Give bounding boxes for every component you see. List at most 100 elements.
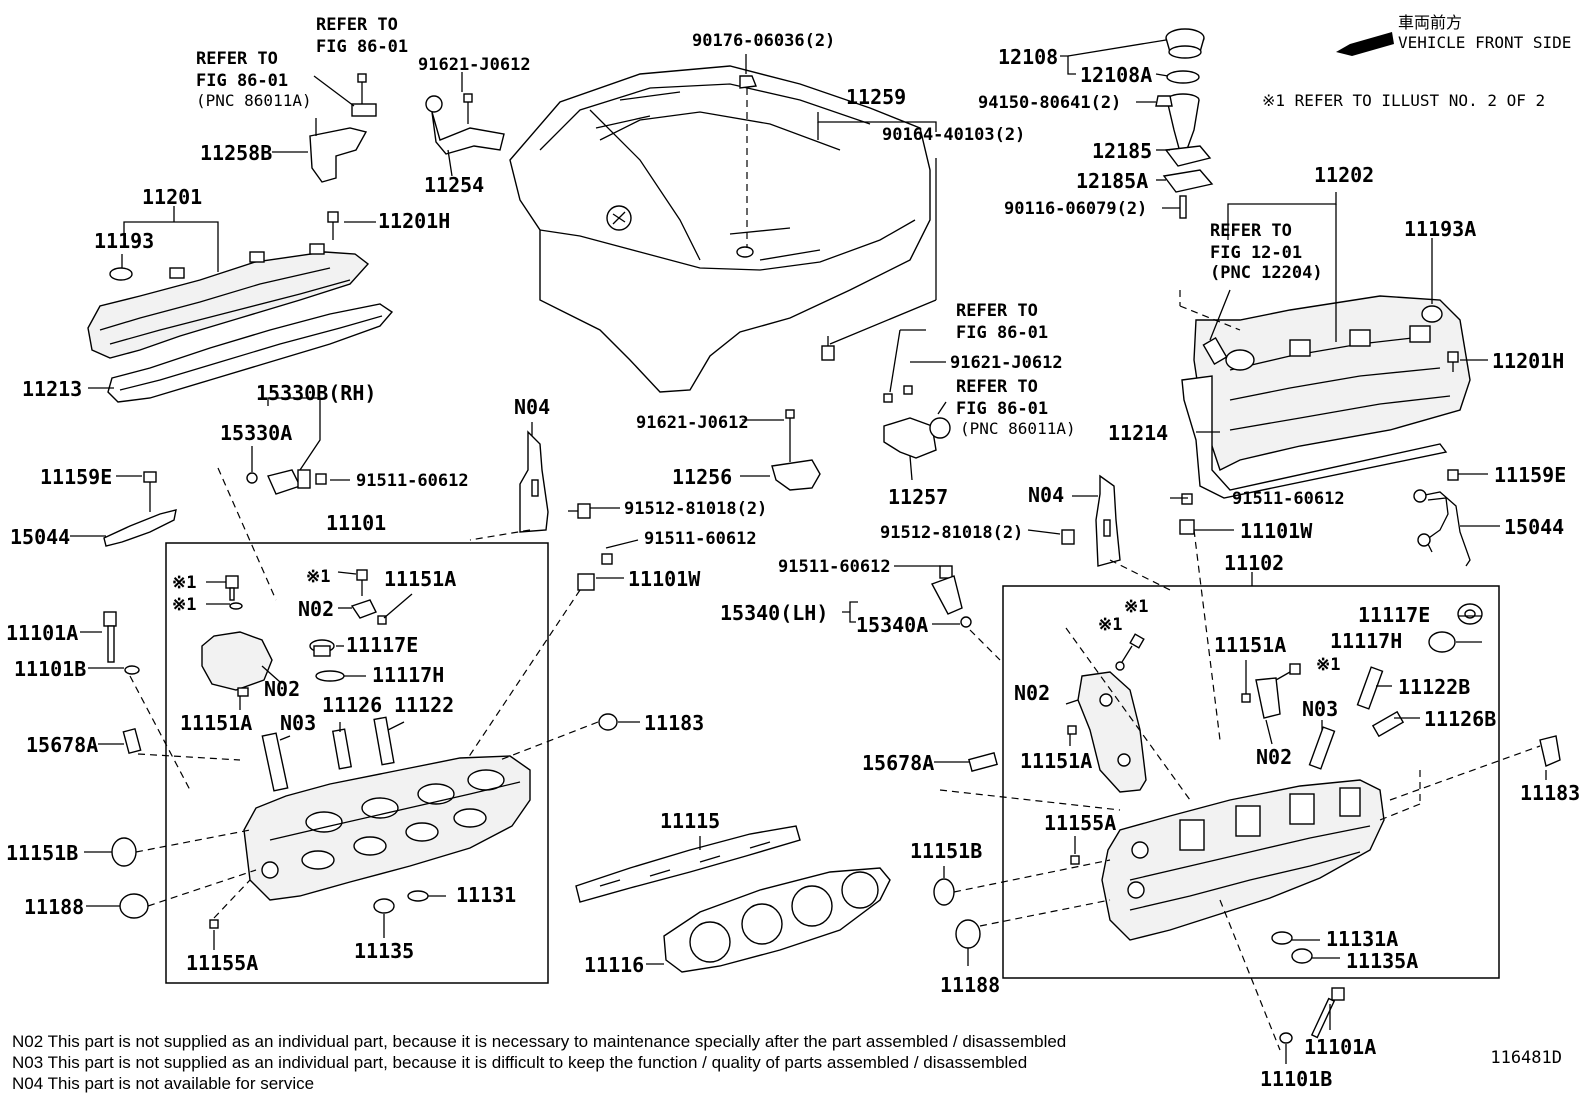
label-90176: 90176-06036(2) xyxy=(692,31,835,51)
ref-label-2c: (PNC 86011A) xyxy=(196,91,312,110)
label-15330b: 15330B(RH) xyxy=(256,381,376,405)
dash-11155a-left xyxy=(213,879,251,919)
label-15340a: 15340A xyxy=(856,613,928,637)
label-x1-e: ※1 xyxy=(1098,615,1122,635)
dash-ocv xyxy=(217,467,277,601)
label-x1-b: ※1 xyxy=(172,595,196,615)
engine-cover-11259 xyxy=(509,65,931,393)
dash-11188-left xyxy=(147,869,257,907)
dash-11151b-right xyxy=(953,859,1111,893)
label-11254: 11254 xyxy=(424,173,484,197)
ref-label-4b: FIG 86-01 xyxy=(956,399,1048,419)
label-11117e-right: 11117E xyxy=(1358,603,1430,627)
label-11117h-left: 11117H xyxy=(372,663,444,687)
ref-label-4: REFER TO xyxy=(956,377,1038,397)
label-90164: 90164-40103(2) xyxy=(882,125,1025,145)
bolt-x1-left xyxy=(356,569,368,596)
label-11101b-right: 11101B xyxy=(1260,1067,1332,1091)
label-15678a-right: 15678A xyxy=(862,751,934,775)
pipe-11122b xyxy=(1356,666,1384,710)
label-12185a: 12185A xyxy=(1076,169,1148,193)
ocv-15340 xyxy=(931,565,972,628)
label-11101a-right: 11101A xyxy=(1304,1035,1376,1059)
assembly-box-11101 xyxy=(165,542,549,984)
valve-cover-lh xyxy=(1193,295,1471,471)
label-11193: 11193 xyxy=(94,229,154,253)
label-11201h-right: 11201H xyxy=(1492,349,1564,373)
dash-11101-right xyxy=(1219,899,1281,1051)
pin-11151a-b xyxy=(377,615,387,625)
bolt-x1-right-b xyxy=(1275,663,1301,681)
ref-label-1b: FIG 86-01 xyxy=(316,37,408,57)
figure-id: 116481D xyxy=(1490,1048,1562,1068)
pin-11155a-left xyxy=(209,919,219,929)
seal-11151b-left xyxy=(111,837,137,867)
note-n02: N02 This part is not supplied as an indi… xyxy=(12,1032,1067,1051)
nut-90176 xyxy=(739,75,757,89)
pin-11151a-right-b xyxy=(1241,693,1251,703)
bracket-n02-left xyxy=(350,599,377,619)
dash-15340 xyxy=(969,629,1001,661)
gasket-12108a xyxy=(1166,70,1200,84)
plug-11183-left xyxy=(598,713,618,731)
label-11122: 11122 xyxy=(394,693,454,717)
label-15678a-left: 15678A xyxy=(26,733,98,757)
ref-label-5c: (PNC 12204) xyxy=(1210,263,1323,283)
illust-reference: ※1 REFER TO ILLUST NO. 2 OF 2 xyxy=(1262,91,1545,110)
dash-11183-right xyxy=(1389,745,1541,801)
label-15340: 15340(LH) xyxy=(720,601,828,625)
pipe-11126b xyxy=(1371,710,1405,738)
gasket-11116 xyxy=(663,867,891,973)
cam-housing-n02-left xyxy=(201,575,273,691)
label-11155a-right: 11155A xyxy=(1044,811,1116,835)
label-11117h-right: 11117H xyxy=(1330,629,1402,653)
grommet-11193 xyxy=(109,267,133,281)
label-91511-d: 91511-60612 xyxy=(778,557,891,577)
bolt-11201h-left xyxy=(327,211,339,240)
label-12185: 12185 xyxy=(1092,139,1152,163)
label-11151a-c: 11151A xyxy=(1214,633,1286,657)
ref-label-5b: FIG 12-01 xyxy=(1210,243,1302,263)
front-side-en: VEHICLE FRONT SIDE xyxy=(1398,33,1571,52)
gasket-12185a xyxy=(1162,169,1214,193)
plug-11188-right xyxy=(955,919,981,949)
label-x1-f: ※1 xyxy=(1316,655,1340,675)
label-12108a: 12108A xyxy=(1080,63,1152,87)
label-11159e-left: 11159E xyxy=(40,465,112,489)
bracket-n02-right xyxy=(1255,677,1281,719)
ref-label-1: REFER TO xyxy=(316,15,398,35)
label-n04-right: N04 xyxy=(1028,483,1064,507)
label-11256: 11256 xyxy=(672,465,732,489)
label-11202: 11202 xyxy=(1314,163,1374,187)
ref-label-3: REFER TO xyxy=(956,301,1038,321)
label-11259: 11259 xyxy=(846,85,906,109)
sensor-15678a-right xyxy=(968,751,998,773)
seal-11151b-right xyxy=(933,878,955,906)
label-91621-b: 91621-J0612 xyxy=(950,353,1063,373)
bolt-11101a-right xyxy=(1310,987,1345,1039)
dash-15678a xyxy=(137,753,241,761)
note-n04: N04 This part is not available for servi… xyxy=(12,1074,315,1093)
stud-90116-body xyxy=(1179,195,1187,219)
front-side-jp: 車両前方 xyxy=(1398,13,1462,32)
label-11201h-left: 11201H xyxy=(378,209,450,233)
plug-11183-right xyxy=(1539,735,1561,767)
bracket-n04-left xyxy=(519,430,549,533)
dash-n04-left xyxy=(469,529,531,541)
label-11201: 11201 xyxy=(142,185,202,209)
label-11135: 11135 xyxy=(354,939,414,963)
ref-label-5: REFER TO xyxy=(1210,221,1292,241)
label-11102: 11102 xyxy=(1224,551,1284,575)
label-11151a-d: 11151A xyxy=(1020,749,1092,773)
label-11135a: 11135A xyxy=(1346,949,1418,973)
ref-label-2b: FIG 86-01 xyxy=(196,71,288,91)
ring-11117h-right xyxy=(1428,631,1456,653)
label-15330a: 15330A xyxy=(220,421,292,445)
label-n02-left: N02 xyxy=(264,677,300,701)
label-11131: 11131 xyxy=(456,883,516,907)
label-11117e-left: 11117E xyxy=(346,633,418,657)
dash-11101b xyxy=(129,675,191,791)
label-n03-left: N03 xyxy=(280,711,316,735)
dash-11151b-left xyxy=(135,829,251,853)
